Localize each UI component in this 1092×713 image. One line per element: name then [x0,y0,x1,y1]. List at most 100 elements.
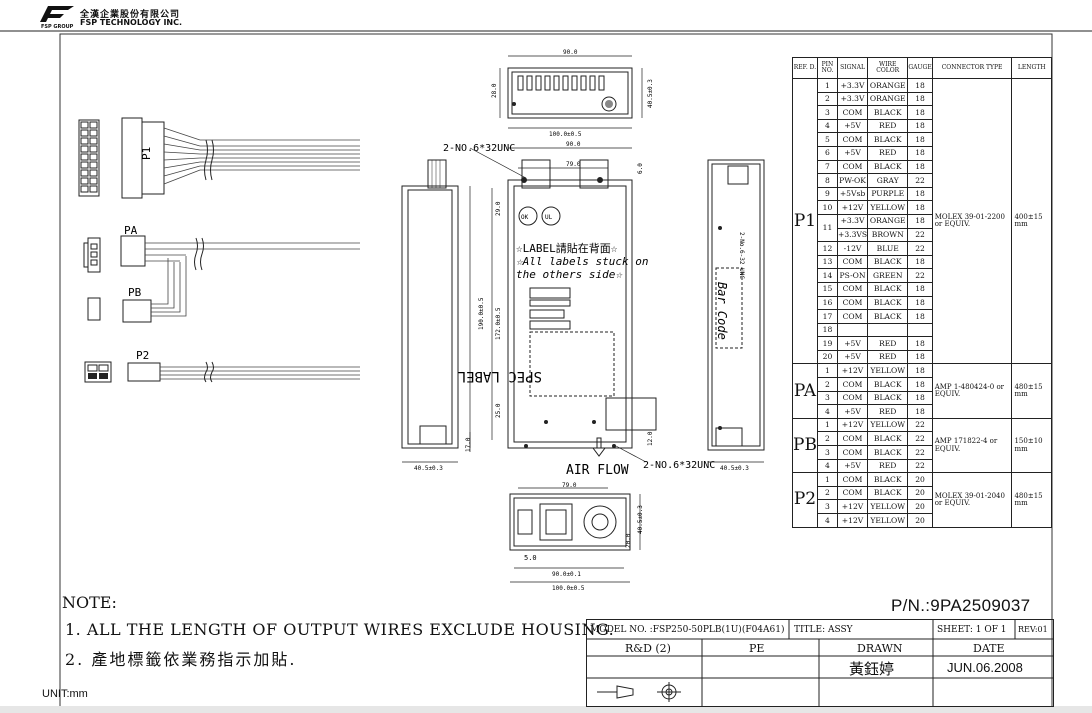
pin-number: 15 [816,281,838,297]
note-title: NOTE: [62,593,117,612]
screw-right-label: 2-No.6-32 UNC [738,232,745,279]
svg-text:90.0±0.1: 90.0±0.1 [552,571,581,578]
pin-gauge: 22 [907,445,933,460]
projection-symbol [597,682,681,702]
pin-gauge: 20 [907,485,933,501]
pin-signal: +12V [836,513,869,528]
pin-gauge: 18 [907,309,933,324]
pin-signal: +3.3V [836,78,869,93]
screw-top-label: 2-NO.6*32UNC [443,143,515,154]
svg-text:79.0: 79.0 [562,482,577,489]
svg-text:100.0±0.5: 100.0±0.5 [552,585,585,592]
right-side-view: Bar Code 2-No.6-32 UNC 40.5±0.3 [707,159,765,472]
ref-designator: PB [792,417,818,474]
fsp-logo [40,6,74,22]
svg-text:40.5±0.3: 40.5±0.3 [414,465,443,472]
pin-number: 16 [816,295,838,311]
pin-signal: COM [836,254,869,270]
wire-length: 480±15 mm [1011,363,1052,419]
pin-gauge: 18 [907,295,933,311]
pin-wire-color: BLACK [867,254,909,270]
drawn-by-name: 黃鈺婷 [849,660,895,678]
svg-text:40.5±0.3: 40.5±0.3 [637,505,644,534]
company-name-chinese: 全漢企業股份有限公司 [80,10,181,20]
svg-text:25.0: 25.0 [495,403,502,418]
pin-signal: PW-OK [836,173,869,188]
pin-signal: -12V [836,241,869,256]
svg-text:29.0: 29.0 [495,201,502,216]
pin-number: 1 [816,363,838,379]
pin-wire-color: YELLOW [867,363,909,379]
pb-label: PB [128,286,142,299]
header-connector: CONNECTOR TYPE [931,57,1013,79]
company-group: FSP GROUP [41,24,74,30]
pin-wire-color: YELLOW [867,499,909,514]
header-gauge: GAUGE [907,57,933,79]
svg-text:79.0: 79.0 [566,161,581,168]
rear-view: 79.0 40.5±0.3 20.0 5.0 90.0±0.1 100.0±0.… [509,482,644,592]
wire-length: 150±10 mm [1011,417,1052,474]
pin-number: 13 [816,254,838,270]
svg-text:28.0: 28.0 [491,83,498,98]
label-note-3: the others side☆ [516,268,623,281]
pin-number: 5 [816,132,838,147]
pin-gauge: 22 [907,458,933,474]
pin-wire-color: YELLOW [867,200,909,215]
header-wire-color: WIRE COLOR [867,57,909,79]
pin-wire-color: BLACK [867,309,909,324]
pin-number: 3 [816,499,838,514]
pin-wire-color: RED [867,458,909,474]
p1-connector: P1 [78,117,360,199]
pin-signal [836,322,869,338]
pin-signal: +3.3VS [836,227,869,243]
svg-text:6.0: 6.0 [637,163,644,174]
pin-signal: +12V [836,499,869,514]
pin-gauge: 18 [907,186,933,202]
pin-number: 8 [816,173,838,188]
pin-number: 12 [816,241,838,256]
pin-wire-color: YELLOW [867,513,909,528]
pin-gauge: 18 [907,91,933,107]
connector-type: MOLEX 39-01-2200 or EQUIV. [931,77,1013,365]
pin-signal: COM [836,309,869,324]
pin-number: 4 [816,513,838,528]
pin-signal: COM [836,445,869,460]
pin-gauge: 18 [907,390,933,406]
svg-text:UL: UL [545,214,553,221]
pin-gauge: 18 [907,78,933,93]
svg-text:90.0: 90.0 [566,141,581,148]
pin-signal: COM [836,295,869,311]
pin-wire-color: GREEN [867,268,909,283]
pin-wire-color: BLACK [867,132,909,147]
pin-signal: +5V [836,336,869,351]
label-note-2: ☆All labels stuck on [516,255,648,268]
pin-wire-color: ORANGE [867,91,909,107]
pin-gauge: 18 [907,377,933,392]
pin-gauge: 22 [907,173,933,188]
pin-wire-color: ORANGE [867,78,909,93]
pin-wire-color: BLUE [867,241,909,256]
pin-signal: +5V [836,118,869,134]
pin-signal: COM [836,105,869,120]
header-pin: PIN NO. [816,57,838,79]
pin-wire-color: PURPLE [867,186,909,202]
pin-wire-color: BLACK [867,281,909,297]
pin-gauge [907,322,933,338]
wire-length: 480±15 mm [1011,472,1052,528]
pin-gauge: 18 [907,132,933,147]
svg-text:190.0±0.5: 190.0±0.5 [478,297,485,330]
title-block: MODEL NO. :FSP250-50PLB(1U)(F04A61) TITL… [586,619,1054,707]
pin-number: 11 [816,213,838,243]
pin-number: 4 [816,404,838,419]
